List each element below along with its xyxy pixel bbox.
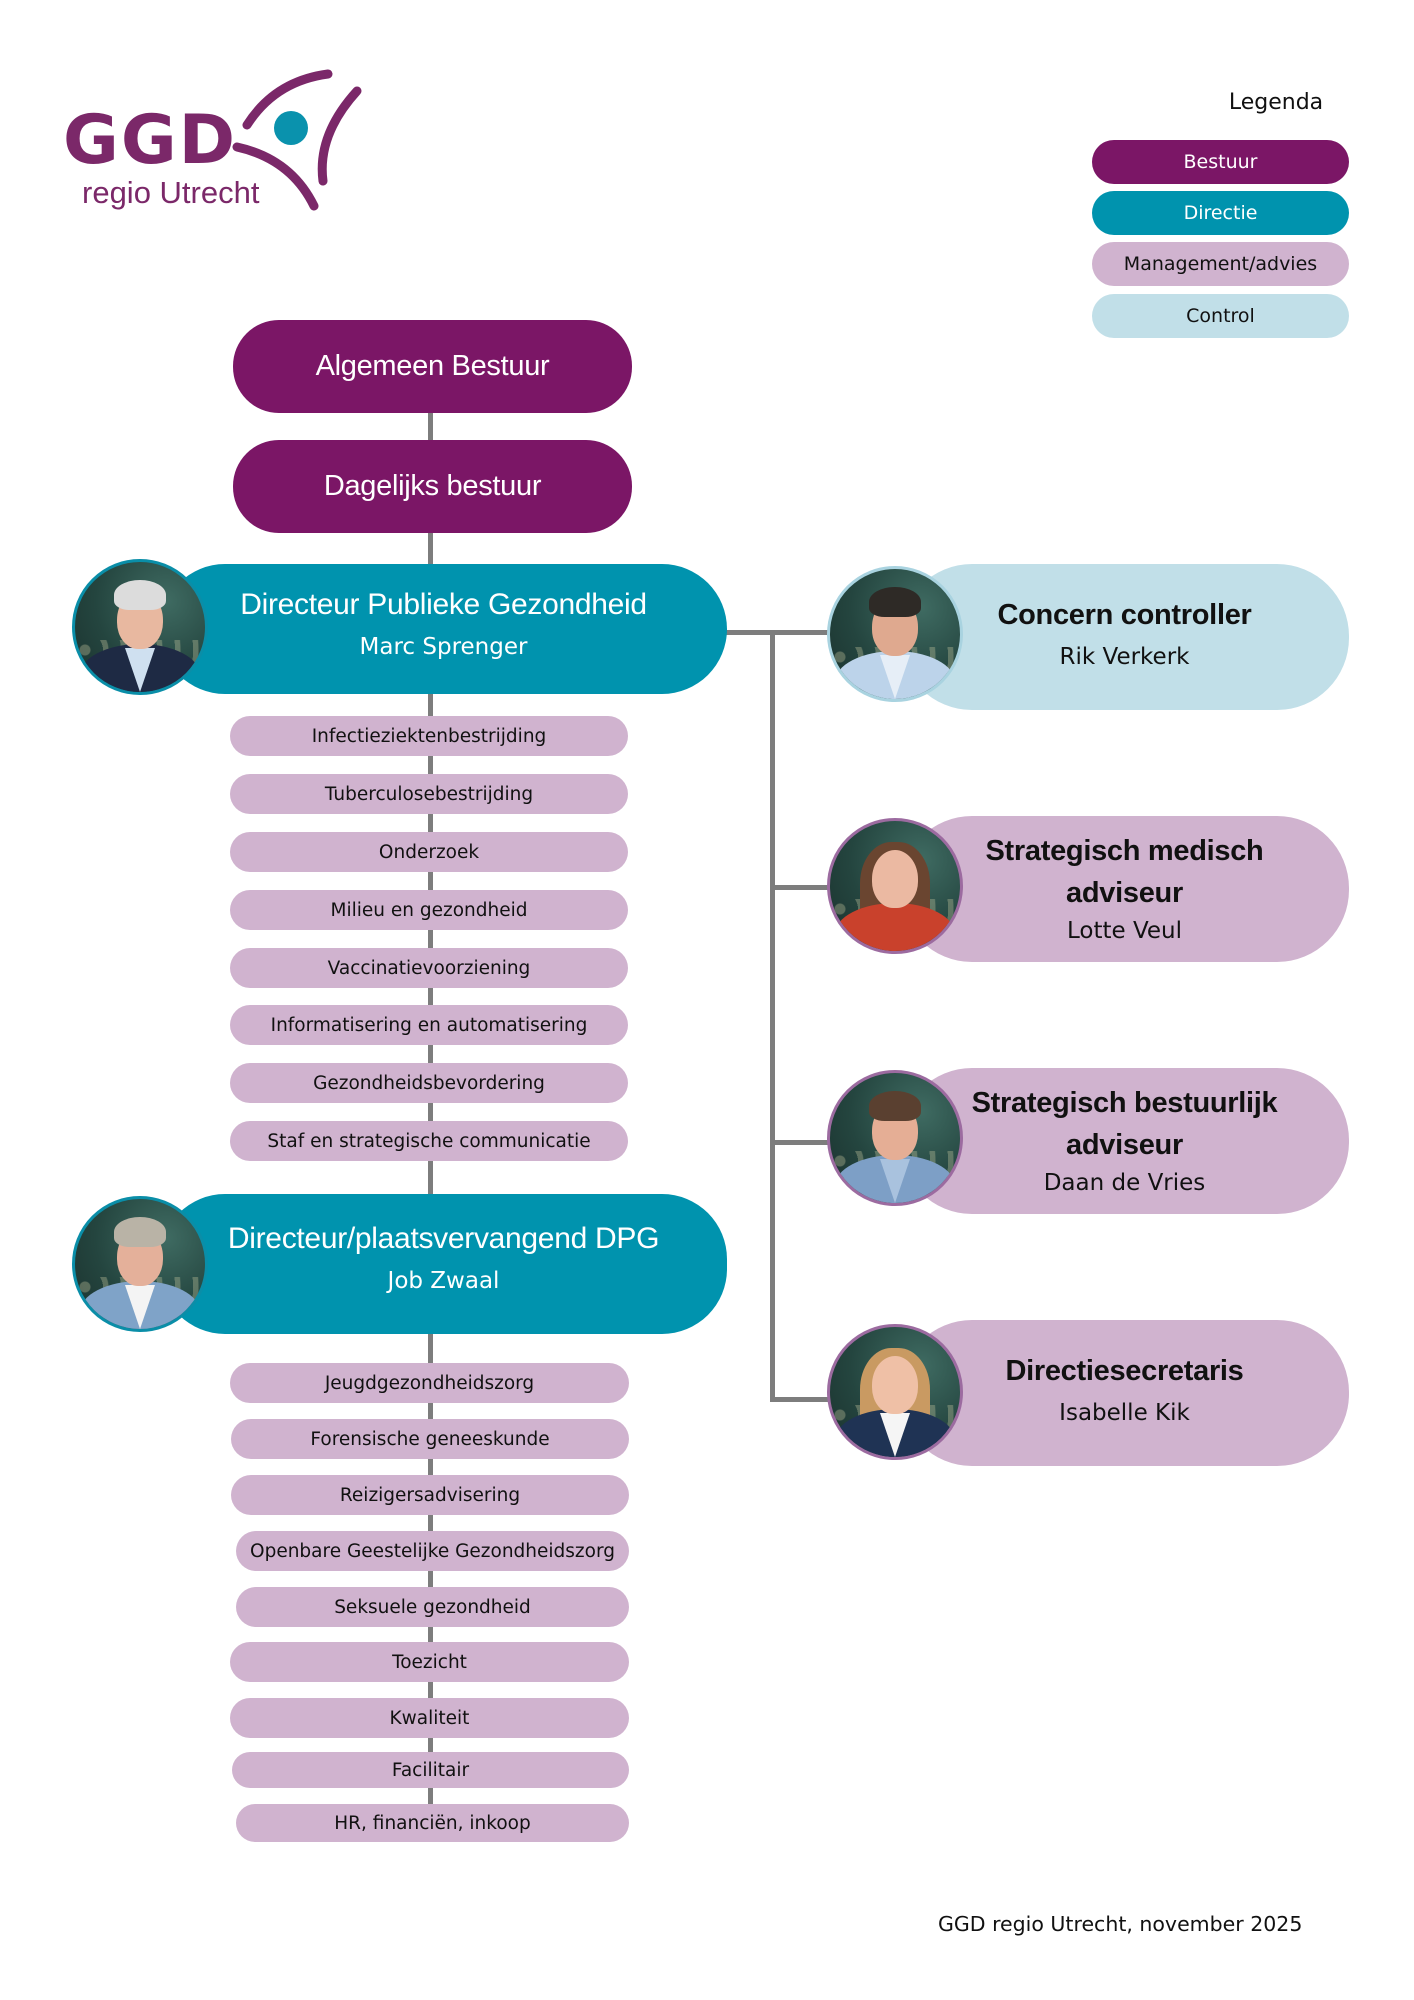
staff-branch-connector — [770, 1140, 832, 1145]
unit-item: Milieu en gezondheid — [230, 890, 628, 930]
portrait-isabelle-kik — [827, 1324, 963, 1460]
node-strategisch-bestuurlijk-adviseur: Strategisch bestuurlijk adviseur Daan de… — [900, 1068, 1349, 1214]
unit-item: Reizigersadvisering — [231, 1475, 629, 1515]
node-directeur-plaatsvervangend-dpg: Directeur/plaatsvervangend DPG Job Zwaal — [160, 1194, 727, 1334]
staff-vertical-connector — [770, 630, 775, 1402]
unit-item: Facilitair — [232, 1752, 629, 1788]
unit-item: Seksuele gezondheid — [236, 1587, 629, 1627]
node-person-name: Isabelle Kik — [1059, 1400, 1190, 1426]
portrait-marc-sprenger — [72, 559, 208, 695]
staff-horizontal-connector — [725, 630, 835, 635]
unit-item: Kwaliteit — [230, 1698, 629, 1738]
node-person-name: Marc Sprenger — [359, 634, 528, 660]
unit-item: Toezicht — [230, 1642, 629, 1682]
portrait-lotte-veul — [827, 818, 963, 954]
footer-caption: GGD regio Utrecht, november 2025 — [938, 1912, 1303, 1936]
unit-item: Informatisering en automatisering — [230, 1005, 628, 1045]
node-title: Directiesecretaris — [1005, 1355, 1244, 1387]
node-algemeen-bestuur: Algemeen Bestuur — [233, 320, 632, 413]
unit-item: Staf en strategische communicatie — [230, 1121, 628, 1161]
unit-item: Gezondheidsbevordering — [230, 1063, 628, 1103]
unit-item: HR, financiën, inkoop — [236, 1804, 629, 1842]
portrait-rik-verkerk — [827, 566, 963, 702]
node-title: Concern controller — [997, 599, 1252, 631]
node-person-name: Daan de Vries — [1043, 1170, 1206, 1196]
node-title: Strategisch bestuurlijk — [971, 1087, 1278, 1119]
node-title: adviseur — [1066, 877, 1183, 909]
node-person-name: Rik Verkerk — [1059, 644, 1190, 670]
node-strategisch-medisch-adviseur: Strategisch medisch adviseur Lotte Veul — [900, 816, 1349, 962]
legend-title: Legenda — [1228, 90, 1324, 115]
node-title: Directeur Publieke Gezondheid — [240, 588, 647, 621]
ggd-logo-mark-icon — [232, 69, 362, 211]
unit-item: Vaccinatievoorziening — [230, 948, 628, 988]
unit-item: Openbare Geestelijke Gezondheidszorg — [236, 1531, 629, 1571]
unit-item: Forensische geneeskunde — [231, 1419, 629, 1459]
node-person-name: Job Zwaal — [387, 1268, 500, 1294]
staff-branch-connector — [770, 1397, 832, 1402]
unit-item: Infectieziektenbestrijding — [230, 716, 628, 756]
node-title: Strategisch medisch — [985, 835, 1264, 867]
legend-item-management-advies: Management/advies — [1092, 242, 1349, 286]
node-title: Directeur/plaatsvervangend DPG — [227, 1222, 660, 1255]
node-person-name: Lotte Veul — [1066, 918, 1183, 944]
logo-region-text: regio Utrecht — [82, 175, 260, 210]
staff-branch-connector — [770, 885, 832, 890]
unit-item: Tuberculosebestrijding — [230, 774, 628, 814]
logo-brand-text: GGD — [63, 101, 238, 180]
portrait-job-zwaal — [72, 1196, 208, 1332]
node-concern-controller: Concern controller Rik Verkerk — [900, 564, 1349, 710]
portrait-daan-de-vries — [827, 1070, 963, 1206]
node-title: adviseur — [1066, 1129, 1183, 1161]
node-dagelijks-bestuur: Dagelijks bestuur — [233, 440, 632, 533]
node-directeur-publieke-gezondheid: Directeur Publieke Gezondheid Marc Spren… — [160, 564, 727, 694]
ggd-logo: GGD regio Utrecht — [55, 55, 375, 225]
unit-item: Jeugdgezondheidszorg — [230, 1363, 629, 1403]
legend-item-directie: Directie — [1092, 191, 1349, 235]
legend-item-bestuur: Bestuur — [1092, 140, 1349, 184]
legend-item-control: Control — [1092, 294, 1349, 338]
unit-item: Onderzoek — [230, 832, 628, 872]
node-directiesecretaris: Directiesecretaris Isabelle Kik — [900, 1320, 1349, 1466]
